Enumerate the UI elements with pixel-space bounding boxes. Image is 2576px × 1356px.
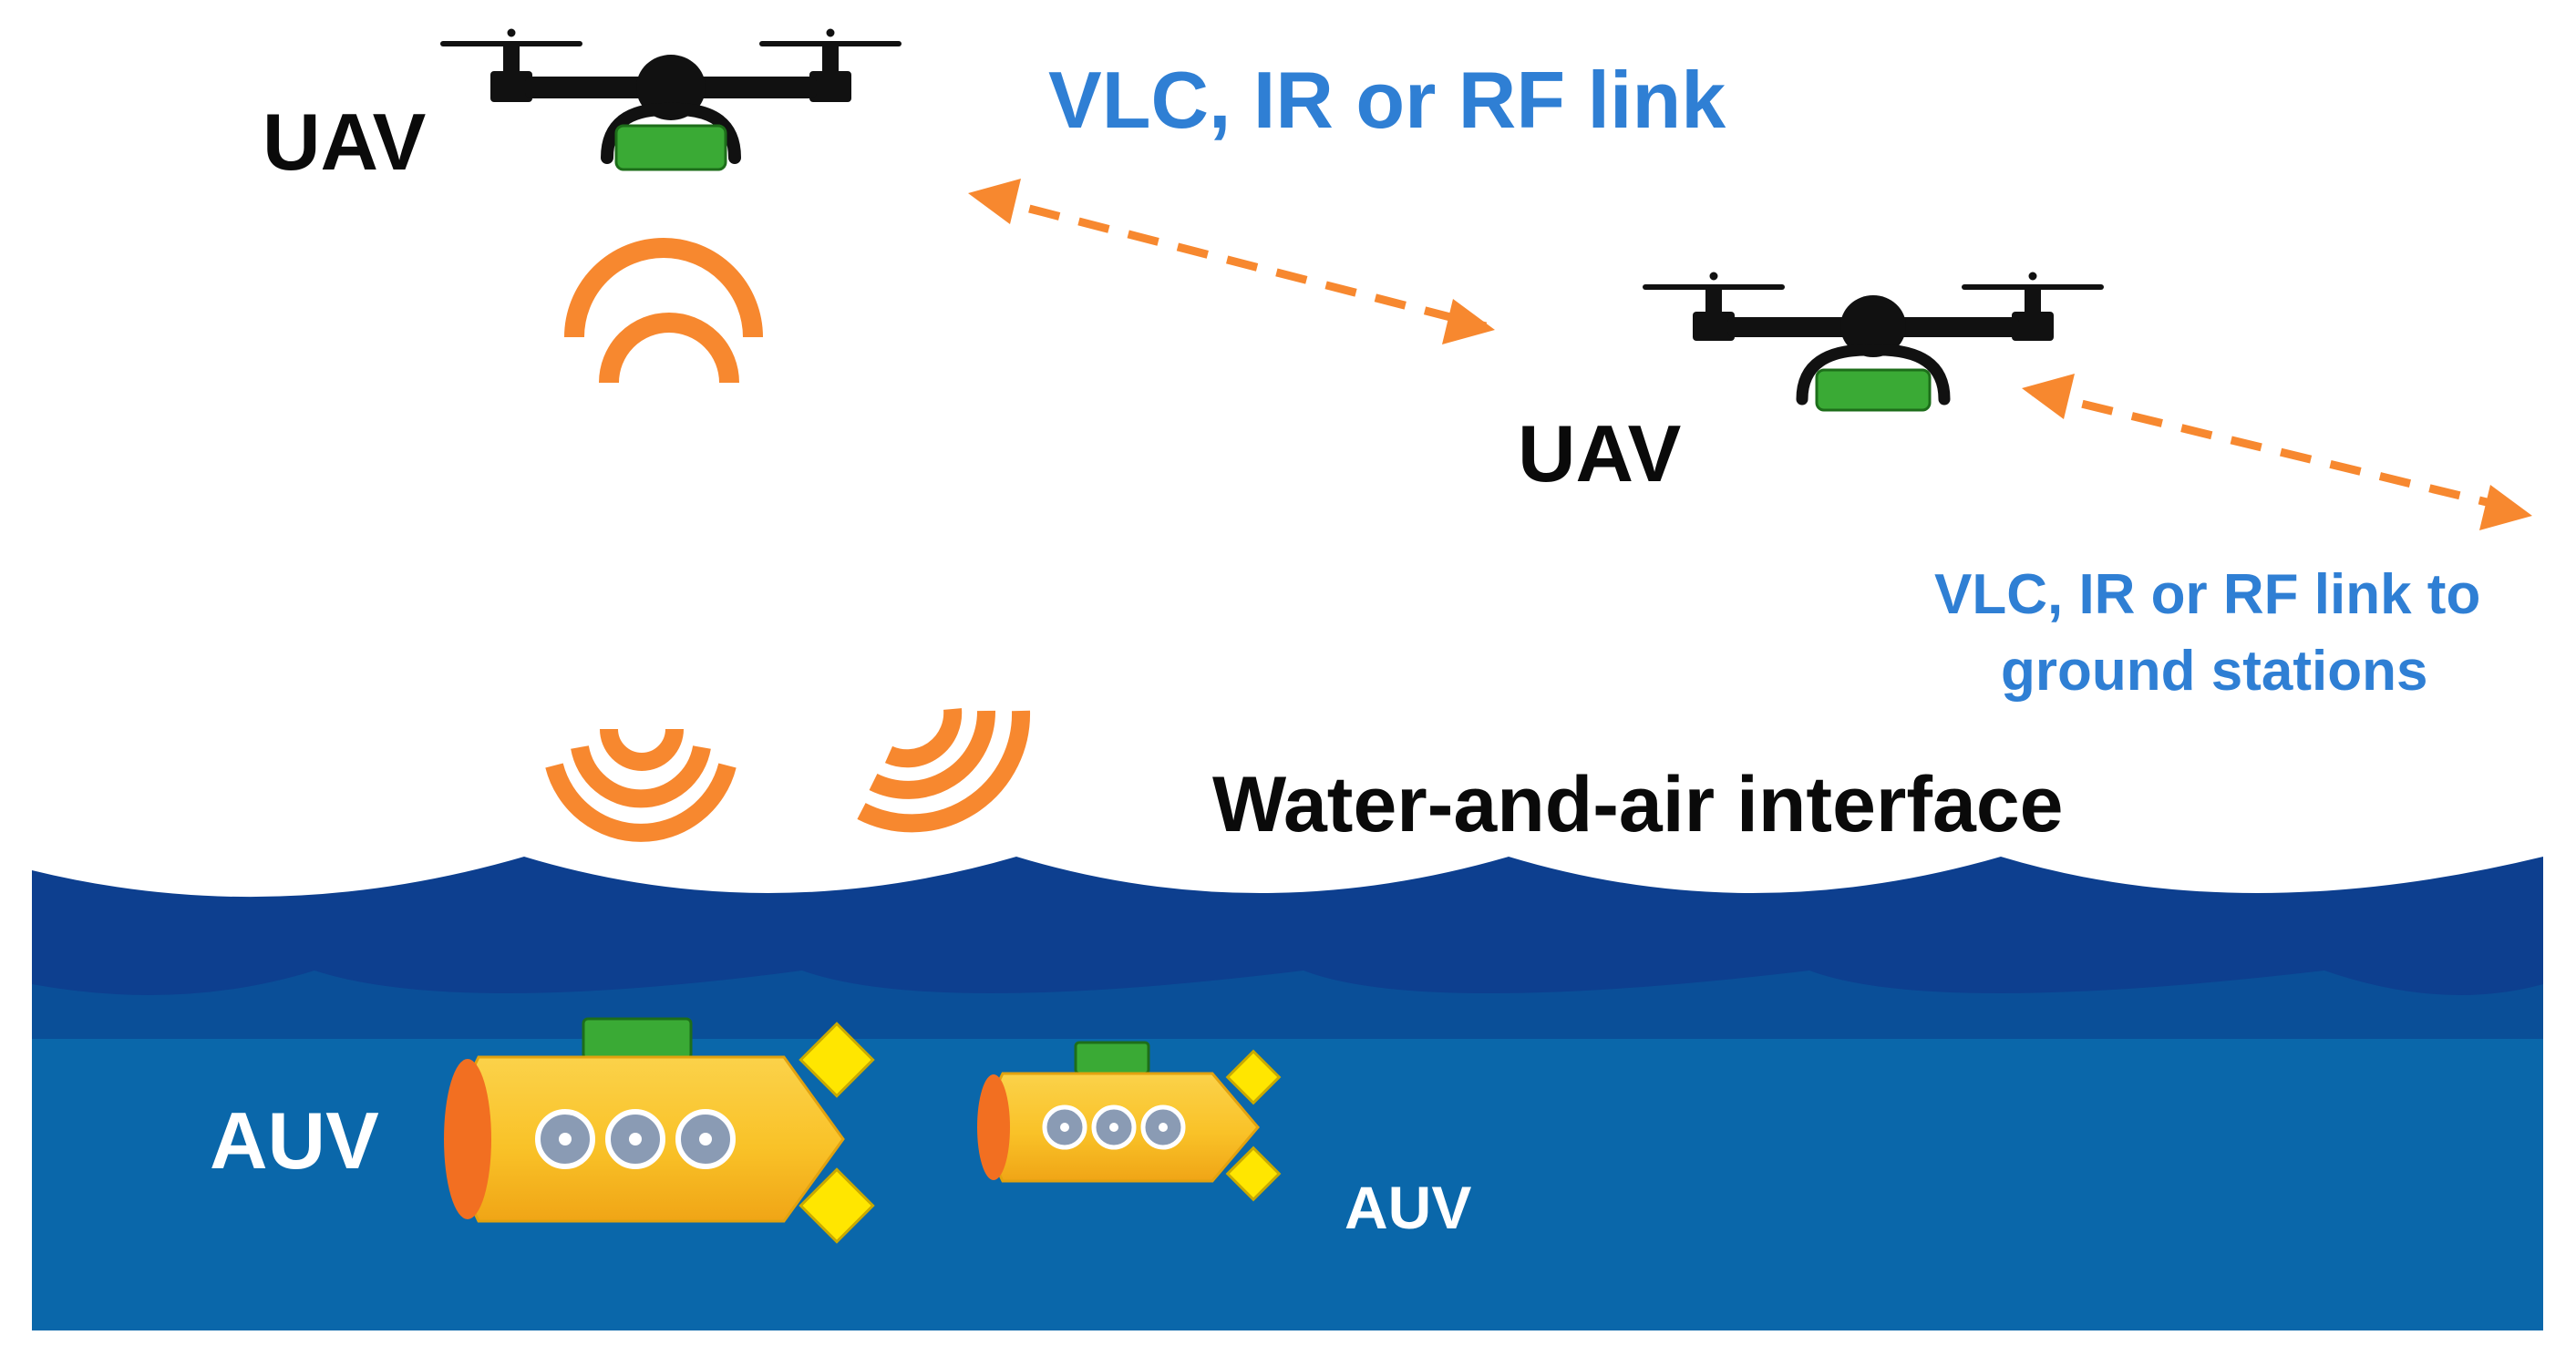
uav-left-drone-icon [440,28,902,171]
link-top-label: VLC, IR or RF link [1048,55,1726,145]
water-body [32,857,2543,1330]
uav-right-payload [1815,368,1932,412]
water-deep [32,1039,2543,1330]
link-ground-label-line2: ground stations [2001,640,2428,703]
signal-waves-icon-uav [564,238,763,384]
auv-left-submarine-icon [444,1017,875,1244]
auv-right-label: AUV [1345,1174,1472,1241]
uav-right-label: UAV [1518,408,1682,498]
uav-to-uav-arrowhead-start [968,179,1021,224]
auv-right-submarine-icon [977,1041,1282,1202]
uav-to-ground-arrowhead-start [2022,374,2075,419]
signal-waves-icon-surface-left [545,728,737,842]
uav-to-ground-link-arrow [2031,387,2522,515]
uav-to-ground-arrowhead-end [2479,485,2532,530]
auv-left-label: AUV [210,1095,379,1186]
uav-left-payload [614,124,727,171]
uav-to-uav-arrowhead-end [1442,299,1495,344]
uav-right-drone-icon [1643,272,2104,412]
uav-to-uav-link-arrow [978,191,1488,331]
uav-left-label: UAV [263,97,427,187]
interface-label: Water-and-air interface [1212,761,2064,848]
link-ground-label-line1: VLC, IR or RF link to [1934,563,2481,626]
signal-waves-icon-surface-right [857,708,1031,833]
